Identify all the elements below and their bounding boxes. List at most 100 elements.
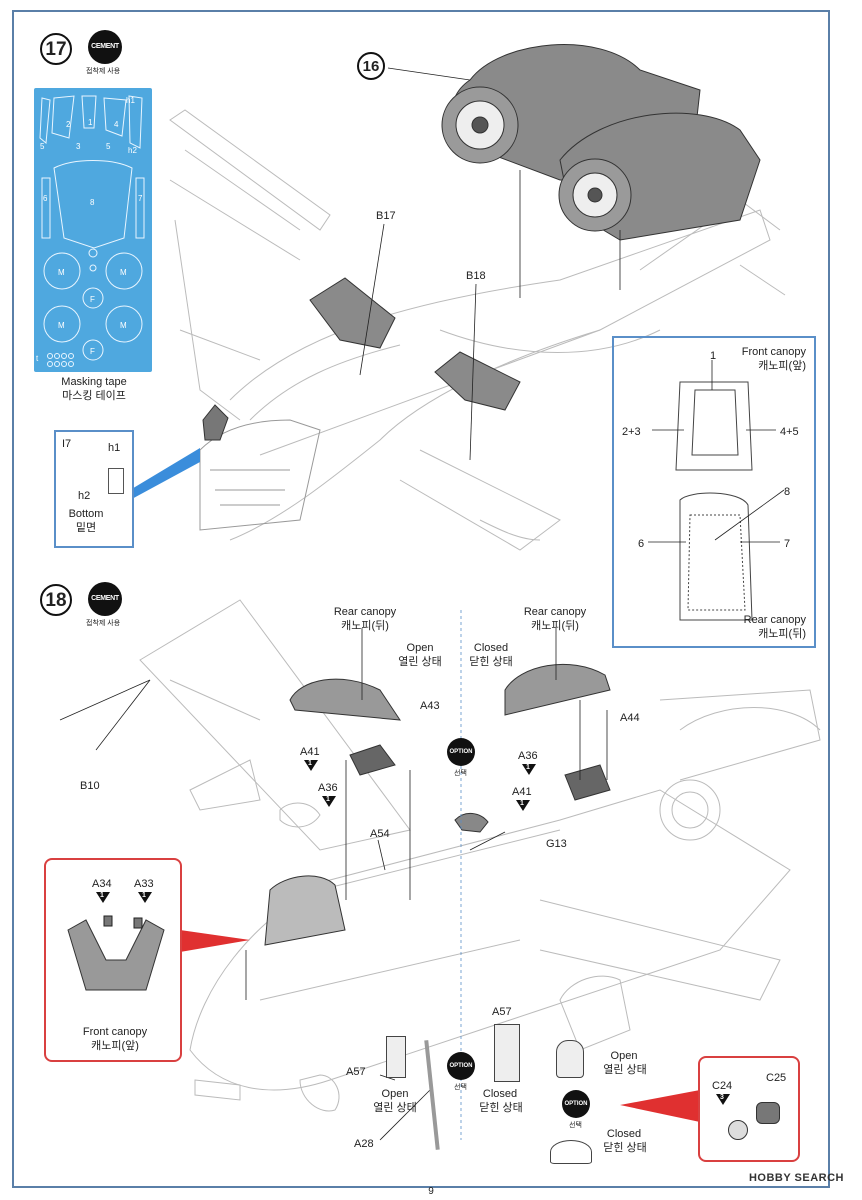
option-badge-canopy: OPTION bbox=[447, 738, 475, 766]
cement-sub-18: 접착제 사용 bbox=[86, 620, 121, 627]
rear-canopy-num-6: 6 bbox=[638, 538, 645, 550]
mask-num-1: 1 bbox=[88, 118, 93, 127]
step-16-ref: 16 bbox=[357, 52, 385, 80]
front-canopy-num-2-3: 2+3 bbox=[622, 426, 641, 438]
mask-num-3: 3 bbox=[76, 142, 81, 151]
mask-num-m3: M bbox=[58, 321, 65, 330]
mask-num-5a: 5 bbox=[106, 142, 111, 151]
part-a44: A44 bbox=[620, 712, 640, 724]
part-a57: A57 bbox=[346, 1066, 366, 1078]
part-a36: A36 bbox=[318, 782, 338, 794]
front-canopy-ko: 캐노피(앞) bbox=[91, 1040, 139, 1052]
rear-canopy-num-7: 7 bbox=[784, 538, 791, 550]
c25-part bbox=[756, 1102, 780, 1124]
rear-canopy-closed-state-en: Closed bbox=[473, 642, 509, 654]
inset-h2: h2 bbox=[78, 490, 91, 502]
rear-canopy-open-state-ko: 열린 상태 bbox=[398, 656, 442, 668]
part-a41-b: A41 bbox=[512, 786, 532, 798]
rear-canopy-closed-ko: 캐노피(뒤) bbox=[531, 620, 579, 632]
option-sub-door: 선택 bbox=[454, 1084, 467, 1091]
rear-canopy-closed-state-ko: 닫힌 상태 bbox=[469, 656, 513, 668]
page-frame bbox=[12, 10, 830, 1188]
tri-a36: 1 bbox=[322, 796, 336, 807]
part-b18: B18 bbox=[466, 270, 486, 282]
part-a34: A34 bbox=[92, 878, 112, 890]
mask-num-6: 6 bbox=[43, 194, 48, 203]
inset-h1: h1 bbox=[108, 442, 121, 454]
door-open-en: Open bbox=[381, 1088, 409, 1100]
gear-closed-en: Closed bbox=[606, 1128, 642, 1140]
a57-door-open bbox=[386, 1036, 406, 1078]
rear-canopy-open-en: Rear canopy bbox=[333, 606, 397, 618]
c24-part bbox=[728, 1120, 748, 1140]
part-a33: A33 bbox=[134, 878, 154, 890]
option-badge-door: OPTION bbox=[447, 1052, 475, 1080]
mask-num-h2: h2 bbox=[128, 146, 137, 155]
rear-canopy-open-state-en: Open bbox=[406, 642, 434, 654]
option-badge-gear: OPTION bbox=[562, 1090, 590, 1118]
door-open-ko: 열린 상태 bbox=[373, 1102, 417, 1114]
option-sub-canopy: 선택 bbox=[454, 770, 467, 777]
inset-i7-part: I7 bbox=[62, 438, 72, 450]
mask-num-m2: M bbox=[120, 268, 127, 277]
front-canopy-num-1: 1 bbox=[710, 350, 717, 362]
door-closed-en: Closed bbox=[482, 1088, 518, 1100]
mask-num-t: t bbox=[36, 354, 39, 363]
hobby-search-watermark: HOBBY SEARCH bbox=[748, 1172, 844, 1184]
part-b17: B17 bbox=[376, 210, 396, 222]
mask-num-f1: F bbox=[90, 295, 95, 304]
mask-num-m4: M bbox=[120, 321, 127, 330]
part-c25: C25 bbox=[766, 1072, 787, 1084]
tri-a36-b: 1 bbox=[522, 764, 536, 775]
part-a54: A54 bbox=[370, 828, 390, 840]
mask-num-h1: h1 bbox=[126, 96, 135, 105]
mask-num-f2: F bbox=[90, 347, 95, 356]
cement-badge-18: CEMENT bbox=[88, 582, 122, 616]
front-canopy-en: Front canopy bbox=[82, 1026, 148, 1038]
part-a28: A28 bbox=[354, 1138, 374, 1150]
mask-num-2: 2 bbox=[66, 120, 71, 129]
front-canopy-title-en: Front canopy bbox=[741, 346, 806, 358]
cement-badge-17: CEMENT bbox=[88, 30, 122, 64]
gear-open-ko: 열린 상태 bbox=[603, 1064, 647, 1076]
part-b10: B10 bbox=[80, 780, 100, 792]
cement-sub-17: 접착제 사용 bbox=[86, 68, 121, 75]
tri-a41: 1 bbox=[304, 760, 318, 771]
inset-part-drawing bbox=[108, 468, 124, 494]
front-canopy-num-4-5: 4+5 bbox=[780, 426, 799, 438]
step-18-number: 18 bbox=[40, 584, 72, 616]
front-canopy-title-ko: 캐노피(앞) bbox=[758, 360, 806, 372]
mask-num-m1: M bbox=[58, 268, 65, 277]
tri-a34: 1 bbox=[96, 892, 110, 903]
mask-num-5b: 5 bbox=[40, 142, 45, 151]
part-g13: G13 bbox=[546, 838, 567, 850]
tri-c24: 3 bbox=[716, 1094, 730, 1105]
inset-bottom-en: Bottom bbox=[68, 508, 104, 520]
mask-num-7: 7 bbox=[138, 194, 143, 203]
gear-door-part bbox=[556, 1040, 584, 1078]
rear-canopy-title-en: Rear canopy bbox=[743, 614, 806, 626]
front-canopy-inset: A34 1 A33 1 Front canopy 캐노피(앞) bbox=[44, 858, 182, 1062]
gear-closed-drawing bbox=[550, 1140, 592, 1164]
gear-closed-ko: 닫힌 상태 bbox=[603, 1142, 647, 1154]
tri-a41-b: 1 bbox=[516, 800, 530, 811]
step-17-number: 17 bbox=[40, 33, 72, 65]
option-sub-gear: 선택 bbox=[569, 1122, 582, 1129]
page-number: 9 bbox=[428, 1186, 434, 1197]
part-a43: A43 bbox=[420, 700, 440, 712]
masking-caption-ko: 마스킹 테이프 bbox=[62, 390, 126, 402]
mask-num-8: 8 bbox=[90, 198, 95, 207]
part-a36-b: A36 bbox=[518, 750, 538, 762]
mask-num-4: 4 bbox=[114, 120, 119, 129]
tri-a33: 1 bbox=[138, 892, 152, 903]
part-a41: A41 bbox=[300, 746, 320, 758]
a57-door-closed bbox=[494, 1024, 520, 1082]
inset-bottom-ko: 밑면 bbox=[75, 522, 97, 534]
inset-i7-box: I7 h1 h2 Bottom 밑면 bbox=[54, 430, 134, 548]
front-canopy-drawing bbox=[67, 915, 165, 991]
rear-canopy-num-8: 8 bbox=[784, 486, 791, 498]
rear-canopy-open-ko: 캐노피(뒤) bbox=[341, 620, 389, 632]
rear-canopy-title-ko: 캐노피(뒤) bbox=[758, 628, 806, 640]
rear-canopy-closed-en: Rear canopy bbox=[523, 606, 587, 618]
